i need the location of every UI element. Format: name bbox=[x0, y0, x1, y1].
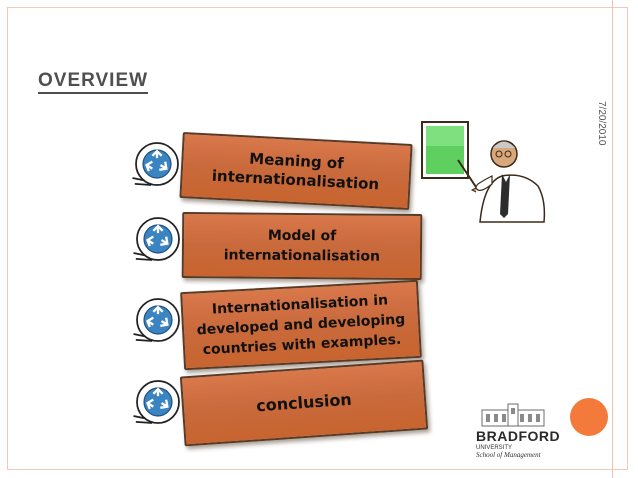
overview-item-2-bar: Model of internationalisation bbox=[181, 211, 423, 281]
side-divider-line bbox=[612, 0, 613, 478]
overview-item-4-label: conclusion bbox=[255, 389, 353, 416]
slide-date: 7/20/2010 bbox=[596, 101, 607, 146]
slide-title: OVERVIEW bbox=[38, 70, 149, 94]
overview-item-2-label: Model of internationalisation bbox=[223, 227, 381, 265]
recycle-icon bbox=[133, 217, 180, 261]
overview-item-1: Meaning of internationalisation bbox=[125, 130, 425, 210]
slide-frame bbox=[7, 7, 628, 470]
orange-accent-circle bbox=[570, 398, 608, 436]
bradford-logo: BRADFORD UNIVERSITY School of Management bbox=[476, 402, 561, 462]
overview-item-2: Model of internationalisation bbox=[128, 205, 428, 285]
overview-item-3: Internationalisation in developed and de… bbox=[128, 279, 438, 371]
overview-item-1-bar: Meaning of internationalisation bbox=[179, 132, 413, 210]
overview-item-4-bar: conclusion bbox=[179, 359, 429, 447]
recycle-icon bbox=[133, 298, 180, 342]
recycle-icon bbox=[133, 380, 180, 424]
overview-item-3-bar: Internationalisation in developed and de… bbox=[180, 279, 422, 371]
overview-item-1-label: Meaning of internationalisation bbox=[211, 149, 380, 194]
logo-name: BRADFORD bbox=[476, 428, 561, 444]
overview-item-4: conclusion bbox=[130, 359, 440, 450]
teacher-illustration bbox=[421, 121, 546, 223]
overview-item-3-label: Internationalisation in developed and de… bbox=[196, 292, 406, 359]
logo-tagline: UNIVERSITY bbox=[476, 445, 513, 451]
logo-subtitle: School of Management bbox=[476, 451, 541, 459]
building-icon bbox=[481, 403, 545, 427]
recycle-icon bbox=[132, 142, 179, 186]
